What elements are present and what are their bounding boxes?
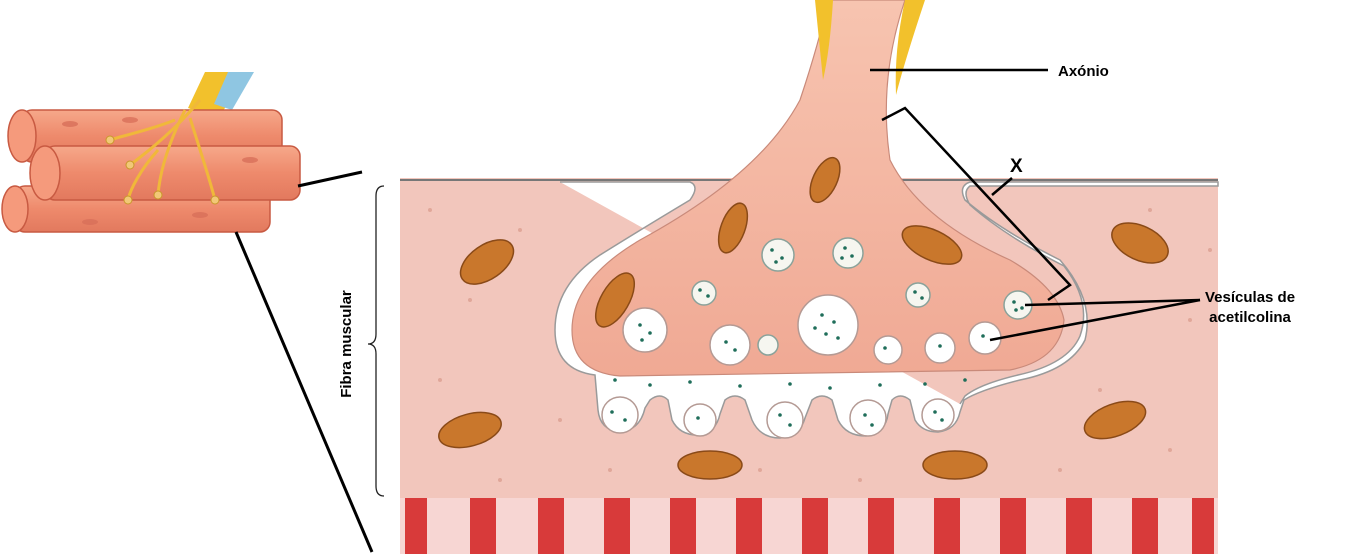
myofibril-bands [400, 498, 1218, 554]
fiber-cylinder [30, 146, 300, 200]
muscle-fiber-bundle [2, 72, 300, 232]
vesicles-label-line2: acetilcolina [1205, 308, 1295, 328]
x-marker-label: X [1010, 156, 1023, 178]
muscle-fiber-label: Fibra muscular [338, 290, 355, 398]
axon-label: Axónio [1058, 63, 1109, 80]
vesicles-label: Vesículas de acetilcolina [1205, 288, 1295, 328]
muscle-fiber-brace [368, 186, 384, 496]
vesicles-label-line1: Vesículas de [1205, 288, 1295, 308]
